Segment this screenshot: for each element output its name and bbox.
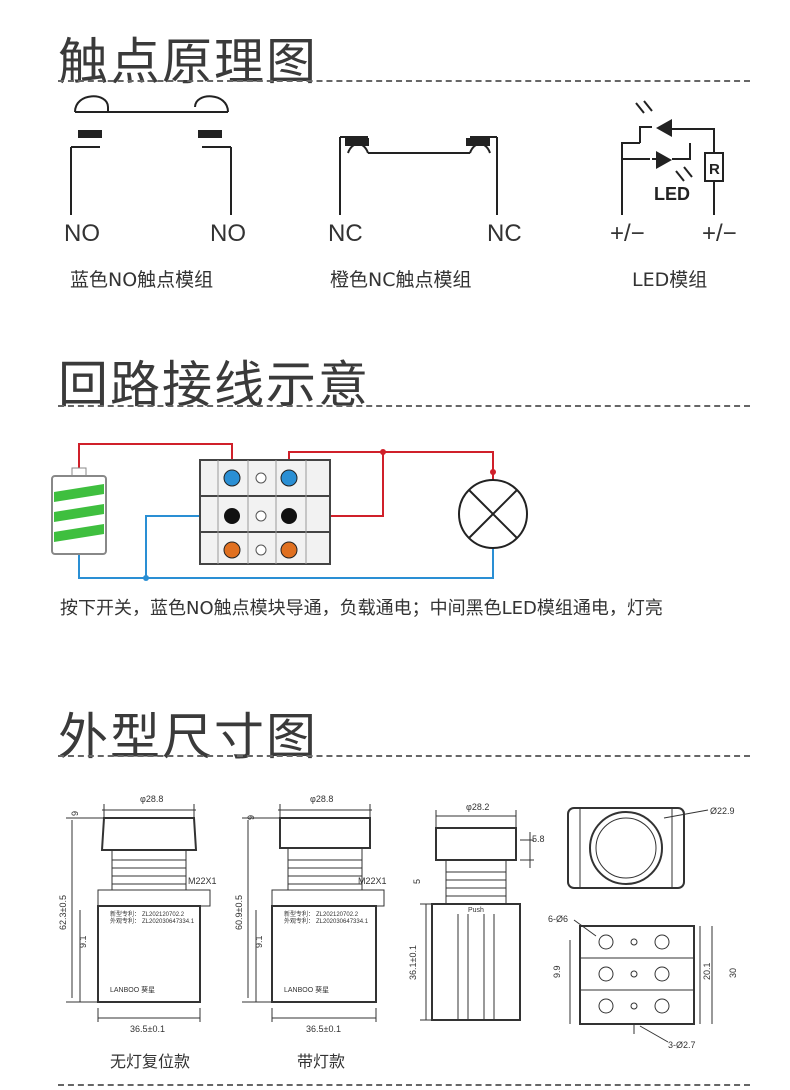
wiring-note: 按下开关，蓝色NO触点模块导通，负载通电；中间黑色LED模组通电，灯亮 — [60, 598, 663, 619]
v2-thread: M22X1 — [358, 876, 387, 886]
view-no-light — [66, 804, 211, 1022]
v2-dia: φ28.8 — [310, 794, 333, 804]
v1-label2: 外观专利： — [110, 917, 140, 925]
led-caption: LED模组 — [632, 269, 708, 291]
v1-val1: ZL202120702.2 — [142, 912, 185, 918]
v2-brand: LANBOO 葵星 — [284, 985, 329, 994]
v1-label1: 新型专利： — [110, 910, 140, 918]
contact-diagrams: LED R — [70, 95, 724, 215]
v2-val2: ZL202030647334.1 — [316, 919, 369, 925]
nc-right-label: NC — [487, 220, 522, 247]
dims-title: 外型尺寸图 — [58, 708, 318, 766]
led-right-label: +/− — [702, 220, 737, 247]
v1-mid: 9.1 — [78, 935, 88, 948]
led-diode-top — [656, 119, 672, 137]
no-left-label: NO — [64, 220, 100, 247]
nc-left-pad — [345, 138, 369, 146]
v1-height: 62.3±0.5 — [58, 895, 68, 930]
resistor-text: R — [709, 161, 720, 178]
v5-pitch: 9.9 — [552, 965, 562, 978]
view-bottom — [569, 919, 713, 1043]
no-left-pad — [78, 130, 102, 138]
wiring-title: 回路接线示意 — [58, 356, 370, 414]
lamp-icon — [458, 479, 528, 549]
v5-h1: 20.1 — [702, 962, 712, 980]
led-arrows — [635, 100, 693, 182]
wiring-diagram — [51, 443, 528, 581]
v2-mid: 9.1 — [254, 935, 264, 948]
view-front — [567, 807, 709, 889]
v1-top: 9 — [70, 811, 80, 816]
no-caption: 蓝色NO触点模组 — [70, 269, 214, 291]
nc-caption: 橙色NC触点模组 — [330, 269, 472, 291]
v4-dia: Ø22.9 — [710, 806, 735, 816]
v3-push: Push — [468, 907, 484, 914]
v1-caption: 无灯复位款 — [110, 1052, 191, 1071]
bottom-divider — [58, 1084, 750, 1086]
view-with-light — [242, 804, 385, 1022]
v2-val1: ZL202120702.2 — [316, 912, 359, 918]
v1-thread: M22X1 — [188, 876, 217, 886]
no-right-pad — [198, 130, 222, 138]
nc-left-label: NC — [328, 220, 363, 247]
no-contact-symbol — [70, 95, 232, 215]
terminal-block — [199, 459, 331, 565]
battery — [51, 467, 107, 555]
nc-right-pad — [466, 138, 490, 146]
dimension-drawings: φ28.8 9 M22X1 62.3±0.5 9.1 新型专利： ZL20212… — [58, 794, 738, 1050]
v1-val2: ZL202030647334.1 — [142, 919, 195, 925]
led-left-label: +/− — [610, 220, 645, 247]
v5-bottom: 3-Ø2.7 — [668, 1040, 696, 1050]
v3-top: 5 — [412, 879, 422, 884]
v2-top: 9 — [246, 815, 256, 820]
v1-width: 36.5±0.1 — [130, 1024, 165, 1034]
v1-dia: φ28.8 — [140, 794, 163, 804]
v2-caption: 带灯款 — [297, 1052, 346, 1071]
v3-height: 36.1±0.1 — [408, 945, 418, 980]
v2-height: 60.9±0.5 — [234, 895, 244, 930]
nc-contact-symbol — [339, 136, 498, 215]
v3-side: 5.8 — [532, 834, 545, 844]
v3-dia: φ28.2 — [466, 802, 489, 812]
v5-h2: 30 — [728, 968, 738, 978]
v2-label1: 新型专利： — [284, 910, 314, 918]
v2-label2: 外观专利： — [284, 917, 314, 925]
section-divider — [58, 80, 750, 82]
section-divider — [58, 755, 750, 757]
v2-width: 36.5±0.1 — [306, 1024, 341, 1034]
led-module-symbol — [621, 126, 724, 215]
v1-brand: LANBOO 葵星 — [110, 985, 155, 994]
v5-holes: 6-Ø6 — [548, 914, 568, 924]
no-right-label: NO — [210, 220, 246, 247]
led-text: LED — [654, 184, 690, 204]
contact-title: 触点原理图 — [58, 33, 318, 91]
section-divider — [58, 405, 750, 407]
view-side — [420, 810, 534, 1021]
led-diode-bottom — [656, 151, 672, 169]
